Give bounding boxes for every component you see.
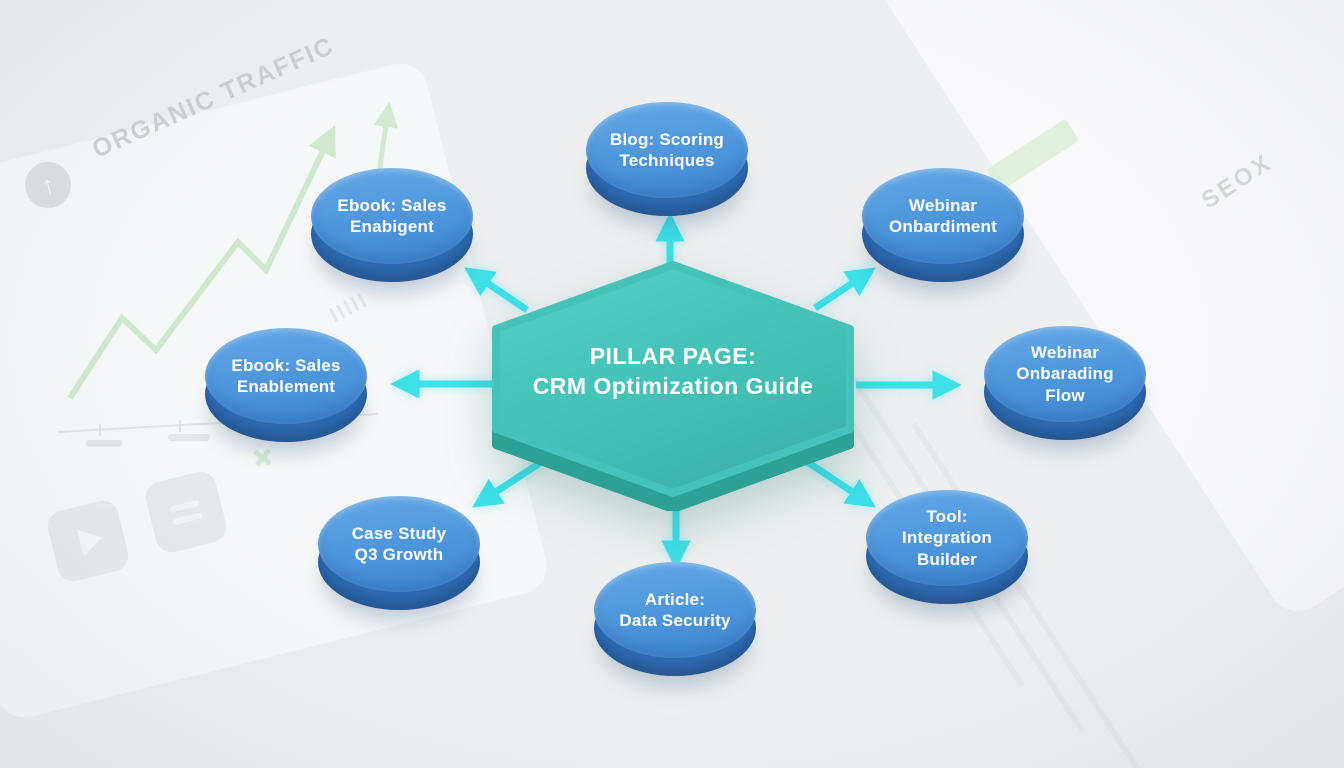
node-label: Article: Data Security [619,589,731,630]
node-label: Ebook: Sales Enablement [231,355,341,396]
node-blog-scoring-techniques: Blog: Scoring Techniques [586,102,748,216]
node-label: Webinar Onbardiment [889,195,997,236]
disc-top [866,490,1028,586]
disc-top [984,326,1146,422]
disc-top [594,562,756,658]
disc-top [311,168,473,264]
arrow-bottom-right [804,458,876,508]
node-tool-integration-builder: Tool: Integration Builder [866,490,1028,604]
node-label: Case Study Q3 Growth [351,523,447,564]
node-label: Ebook: Sales Enabigent [337,195,447,236]
axis-label-placeholder [168,434,210,441]
disc-top [862,168,1024,264]
pillar-page-hexagon [489,259,857,513]
arrow-top-left [464,267,529,313]
node-label: Webinar Onbarading Flow [1016,343,1114,405]
disc-top [586,102,748,198]
bar-ticks-decor [328,292,367,323]
node-article-data-security: Article: Data Security [594,562,756,676]
node-label: Blog: Scoring Techniques [609,129,725,170]
node-ebook-sales-enabigent: Ebook: Sales Enabigent [311,168,473,282]
trend-arrow-icon [67,125,336,400]
disc-top [205,328,367,424]
node-case-study-q3-growth: Case Study Q3 Growth [318,496,480,610]
arrow-top-right [813,267,876,311]
node-webinar-onbardiment: Webinar Onbardiment [862,168,1024,282]
node-webinar-onbarading-flow: Webinar Onbarading Flow [984,326,1146,440]
arrow-bottom-left [472,458,545,508]
hexagon-top-face [492,261,854,497]
axis-label-placeholder [86,440,122,447]
disc-top [318,496,480,592]
node-ebook-sales-enablement: Ebook: Sales Enablement [205,328,367,442]
pillar-page-label: PILLAR PAGE: CRM Optimization Guide [532,343,814,399]
node-label: Tool: Integration Builder [901,507,993,569]
plus-icon [253,449,271,467]
